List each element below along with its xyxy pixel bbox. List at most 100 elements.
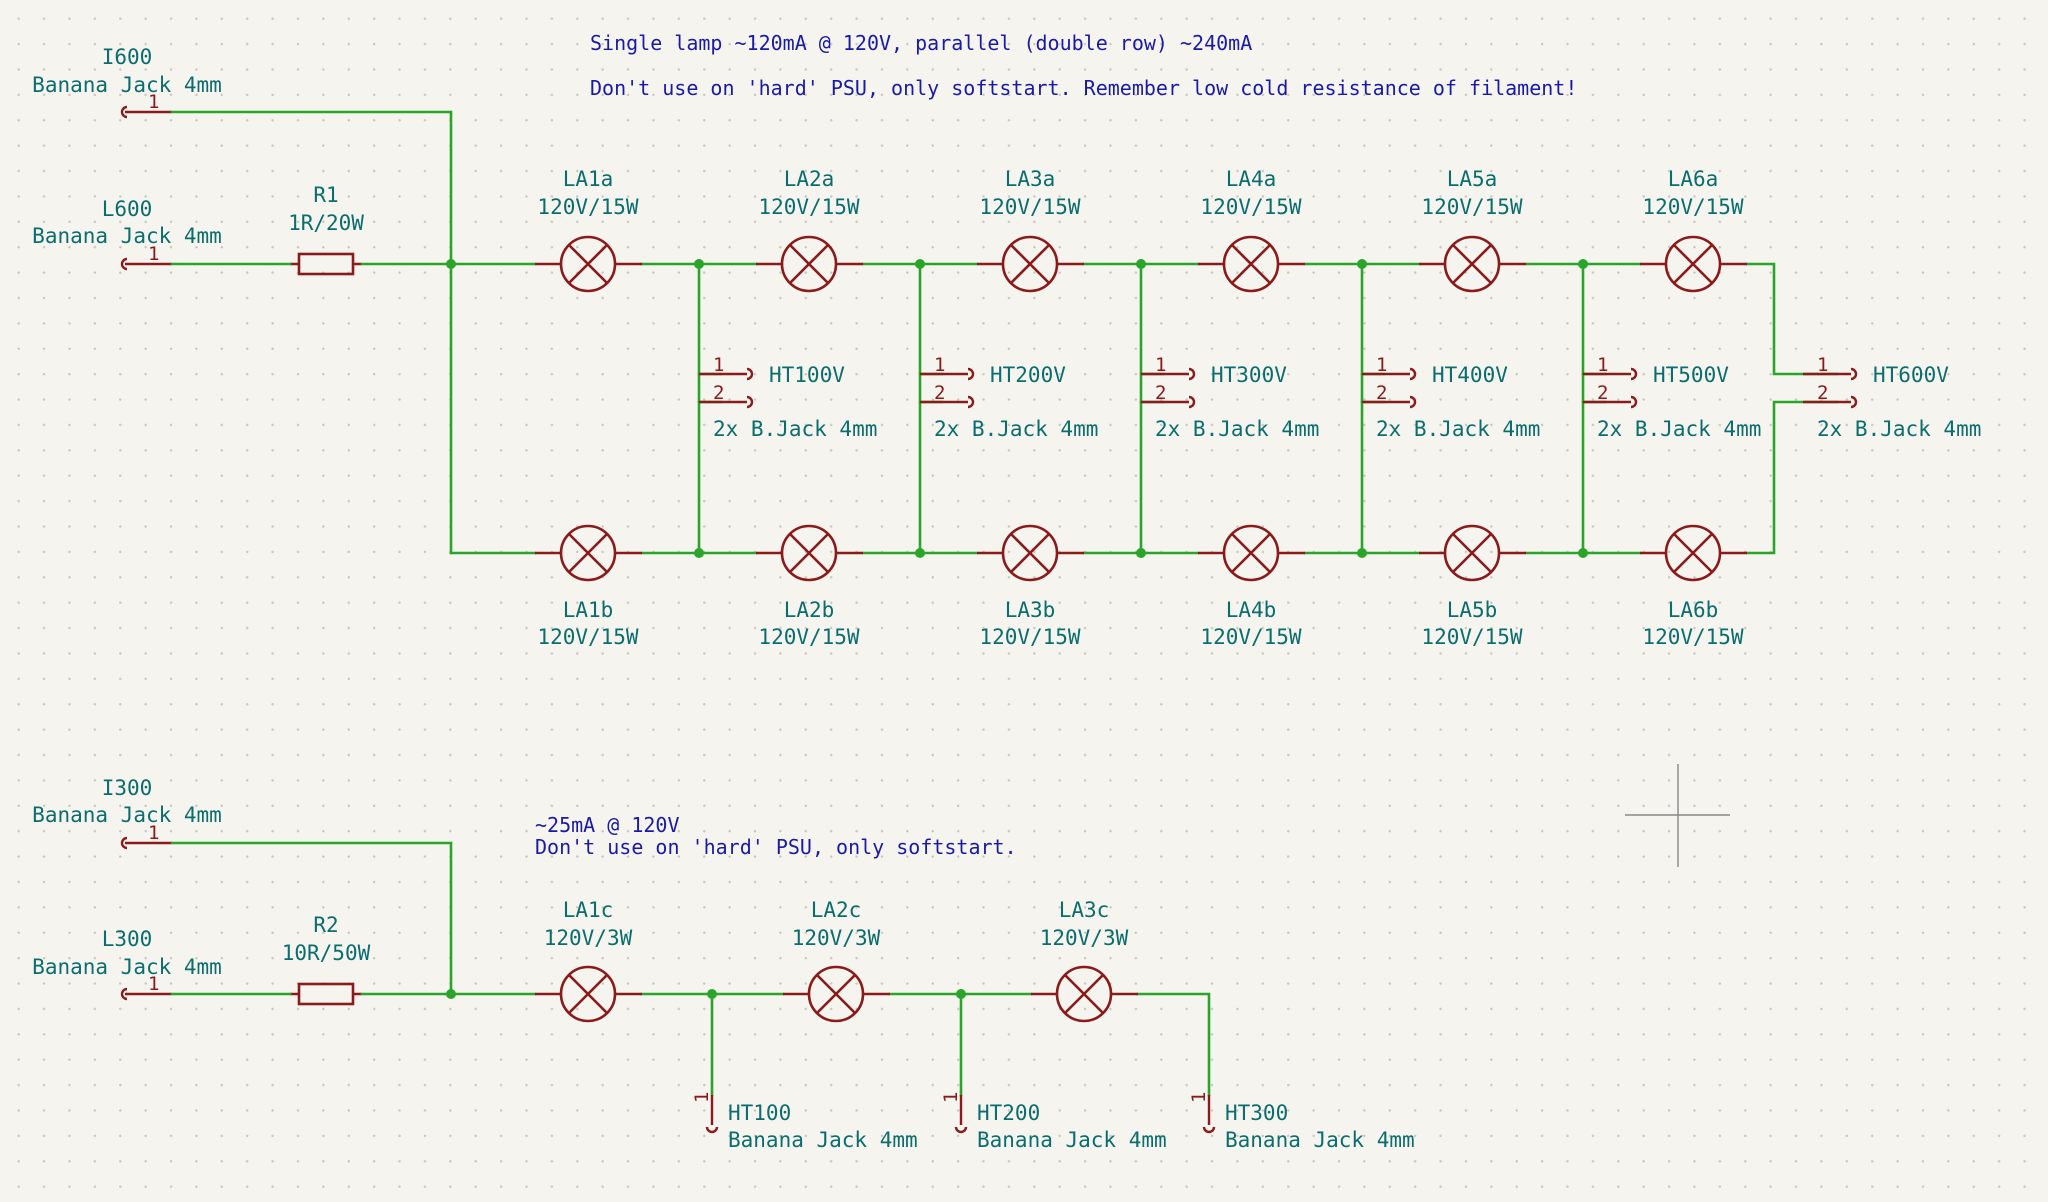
jack-l600[interactable]: L600 Banana Jack 4mm 1 <box>32 197 222 271</box>
resistor-r2[interactable]: R2 10R/50W <box>282 913 371 1006</box>
dual-jack-ht100v-pin1: 1 <box>713 354 724 376</box>
lamp-la4b[interactable]: LA4b 120V/15W <box>1198 524 1305 649</box>
dual-jack-ht500v-value: 2x B.Jack 4mm <box>1597 417 1761 441</box>
dual-jack-ht200v-pin1: 1 <box>934 354 945 376</box>
jack-ht300-value: Banana Jack 4mm <box>1225 1128 1415 1152</box>
note-top-line2: Don't use on 'hard' PSU, only softstart.… <box>590 76 1577 100</box>
dual-jack-ht200v[interactable]: 1 2 HT200V 2x B.Jack 4mm <box>920 354 1098 441</box>
dual-jack-ht400v[interactable]: 1 2 HT400V 2x B.Jack 4mm <box>1362 354 1540 441</box>
wires-bottom <box>170 841 1211 1097</box>
resistor-r2-ref: R2 <box>313 913 338 937</box>
lamp-la1a-value: 120V/15W <box>537 195 639 219</box>
jack-l600-value: Banana Jack 4mm <box>32 224 222 248</box>
lamp-la3c-value: 120V/3W <box>1040 926 1129 950</box>
lamp-la4b-ref: LA4b <box>1226 598 1277 622</box>
jack-l300-ref: L300 <box>102 927 153 951</box>
lamp-la2b-value: 120V/15W <box>758 625 860 649</box>
lamp-la2c[interactable]: LA2c 120V/3W <box>783 898 890 1023</box>
dual-jack-ht600v[interactable]: 1 2 HT600V 2x B.Jack 4mm <box>1803 354 1981 441</box>
jack-ht300[interactable]: 1 HT300 Banana Jack 4mm <box>1188 1092 1415 1152</box>
dual-jack-ht500v-ref: HT500V <box>1653 363 1729 387</box>
jack-i600-value: Banana Jack 4mm <box>32 73 222 97</box>
lamp-la5a-ref: LA5a <box>1447 167 1498 191</box>
dual-jack-ht600v-pin2: 2 <box>1817 382 1828 404</box>
lamp-la5b[interactable]: LA5b 120V/15W <box>1419 524 1526 649</box>
lamp-la6a[interactable]: LA6a 120V/15W <box>1640 167 1747 293</box>
jack-i300[interactable]: I300 Banana Jack 4mm 1 <box>32 776 222 850</box>
jack-l600-ref: L600 <box>102 197 153 221</box>
jack-ht300-ref: HT300 <box>1225 1101 1288 1125</box>
dual-jack-ht400v-value: 2x B.Jack 4mm <box>1376 417 1540 441</box>
dual-jack-ht200v-pin2: 2 <box>934 382 945 404</box>
jack-i600[interactable]: I600 Banana Jack 4mm 1 <box>32 45 222 119</box>
dual-jack-ht100v[interactable]: 1 2 HT100V 2x B.Jack 4mm <box>699 354 877 441</box>
lamp-la2c-value: 120V/3W <box>792 926 881 950</box>
lamp-la1c[interactable]: LA1c 120V/3W <box>535 898 642 1023</box>
resistor-r1-value: 1R/20W <box>288 211 364 235</box>
dual-jack-ht100v-value: 2x B.Jack 4mm <box>713 417 877 441</box>
lamp-la3a-value: 120V/15W <box>979 195 1081 219</box>
junctions-bottom <box>446 989 966 999</box>
lamp-la5a[interactable]: LA5a 120V/15W <box>1419 167 1526 293</box>
lamp-la5a-value: 120V/15W <box>1421 195 1523 219</box>
dual-jack-ht300v-pin2: 2 <box>1155 382 1166 404</box>
junctions-top <box>446 259 1588 558</box>
dual-jack-ht500v-pin2: 2 <box>1597 382 1608 404</box>
dual-jack-ht400v-pin2: 2 <box>1376 382 1387 404</box>
lamp-la3b[interactable]: LA3b 120V/15W <box>977 524 1084 649</box>
lamp-la2b[interactable]: LA2b 120V/15W <box>756 524 863 649</box>
lamp-la2a[interactable]: LA2a 120V/15W <box>756 167 863 293</box>
dual-jack-ht600v-ref: HT600V <box>1873 363 1949 387</box>
lamp-la4a[interactable]: LA4a 120V/15W <box>1198 167 1305 293</box>
jack-i300-value: Banana Jack 4mm <box>32 803 222 827</box>
jack-i600-pin: 1 <box>148 91 159 113</box>
lamp-la5b-ref: LA5b <box>1447 598 1498 622</box>
dual-jack-ht500v[interactable]: 1 2 HT500V 2x B.Jack 4mm <box>1583 354 1761 441</box>
dual-jack-ht300v[interactable]: 1 2 HT300V 2x B.Jack 4mm <box>1141 354 1319 441</box>
lamp-la3c[interactable]: LA3c 120V/3W <box>1031 898 1138 1023</box>
lamp-la1b-value: 120V/15W <box>537 625 639 649</box>
lamp-la6b[interactable]: LA6b 120V/15W <box>1640 524 1747 649</box>
jack-l600-pin: 1 <box>148 243 159 265</box>
lamp-la1c-value: 120V/3W <box>544 926 633 950</box>
jack-i300-ref: I300 <box>102 776 153 800</box>
lamp-la6b-ref: LA6b <box>1668 598 1719 622</box>
note-bottom-line1: ~25mA @ 120V <box>535 813 680 837</box>
jack-l300-pin: 1 <box>148 973 159 995</box>
dual-jack-ht600v-pin1: 1 <box>1817 354 1828 376</box>
lamp-la6a-value: 120V/15W <box>1642 195 1744 219</box>
jack-l300-value: Banana Jack 4mm <box>32 955 222 979</box>
dual-jack-ht100v-ref: HT100V <box>769 363 845 387</box>
lamp-la2a-value: 120V/15W <box>758 195 860 219</box>
lamp-la1b[interactable]: LA1b 120V/15W <box>535 524 642 649</box>
jack-ht200[interactable]: 1 HT200 Banana Jack 4mm <box>940 1092 1167 1152</box>
lamp-la1a-ref: LA1a <box>563 167 614 191</box>
dual-jack-ht100v-pin2: 2 <box>713 382 724 404</box>
resistor-r1[interactable]: R1 1R/20W <box>288 183 364 276</box>
note-bottom-line2: Don't use on 'hard' PSU, only softstart. <box>535 835 1017 859</box>
dual-jack-ht300v-value: 2x B.Jack 4mm <box>1155 417 1319 441</box>
jack-ht100[interactable]: 1 HT100 Banana Jack 4mm <box>691 1092 918 1152</box>
dual-jack-ht300v-ref: HT300V <box>1211 363 1287 387</box>
jack-ht200-value: Banana Jack 4mm <box>977 1128 1167 1152</box>
lamp-la6b-value: 120V/15W <box>1642 625 1744 649</box>
lamp-la3b-ref: LA3b <box>1005 598 1056 622</box>
note-top-line1: Single lamp ~120mA @ 120V, parallel (dou… <box>590 31 1252 55</box>
lamp-la3a[interactable]: LA3a 120V/15W <box>977 167 1084 293</box>
dual-jack-ht200v-ref: HT200V <box>990 363 1066 387</box>
lamp-la1a[interactable]: LA1a 120V/15W <box>535 167 642 293</box>
jack-l300[interactable]: L300 Banana Jack 4mm 1 <box>32 927 222 1001</box>
resistor-r2-value: 10R/50W <box>282 941 371 965</box>
lamp-la3c-ref: LA3c <box>1059 898 1110 922</box>
jack-ht100-ref: HT100 <box>728 1101 791 1125</box>
dual-jack-ht600v-value: 2x B.Jack 4mm <box>1817 417 1981 441</box>
jack-ht300-pin: 1 <box>1188 1092 1210 1103</box>
crosshair-cursor <box>1625 764 1730 867</box>
jack-ht100-value: Banana Jack 4mm <box>728 1128 918 1152</box>
jack-i600-ref: I600 <box>102 45 153 69</box>
lamp-la3b-value: 120V/15W <box>979 625 1081 649</box>
dual-jack-ht400v-pin1: 1 <box>1376 354 1387 376</box>
lamp-la6a-ref: LA6a <box>1668 167 1719 191</box>
lamp-la5b-value: 120V/15W <box>1421 625 1523 649</box>
